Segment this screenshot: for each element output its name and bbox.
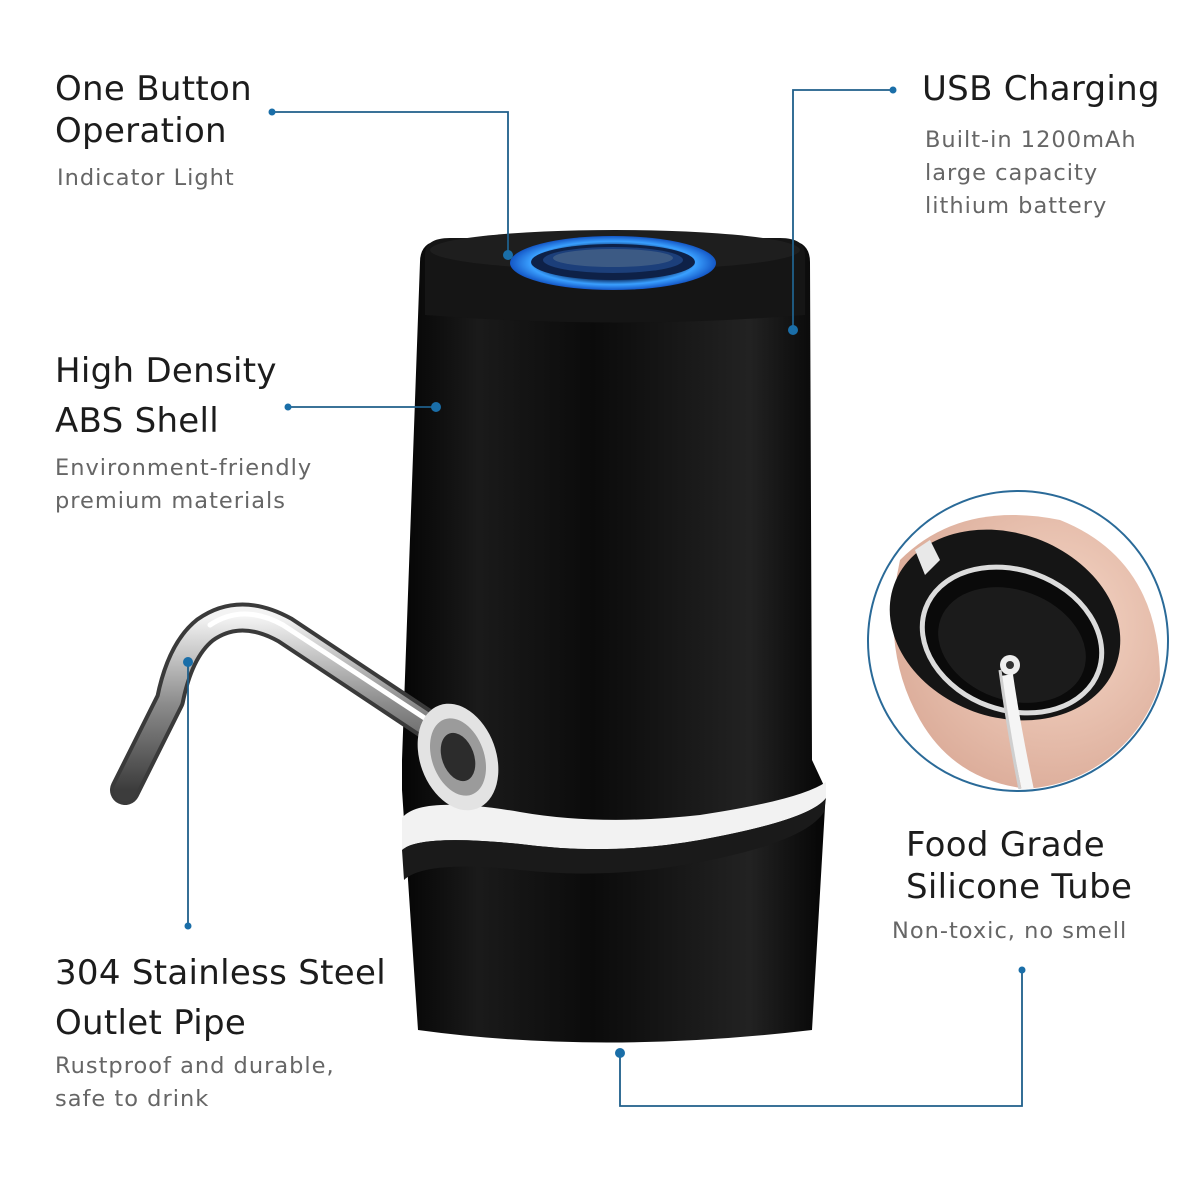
title-line: One Button — [55, 69, 252, 109]
title-line: Outlet Pipe — [55, 1003, 247, 1043]
title-line: USB Charging — [922, 69, 1160, 109]
subtitle-line: premium materials — [55, 488, 287, 514]
title-line: Food Grade — [906, 825, 1105, 865]
subtitle-line: large capacity — [925, 160, 1099, 186]
title-line: Silicone Tube — [906, 867, 1133, 907]
feature-title-pipe: 304 Stainless Steel Outlet Pipe — [55, 948, 386, 1048]
indicator-light-icon — [510, 236, 716, 290]
outlet-pipe-icon — [110, 602, 499, 811]
title-line: High Density — [55, 351, 277, 391]
subtitle-line: Non-toxic, no smell — [892, 918, 1128, 944]
title-line: 304 Stainless Steel — [55, 953, 386, 993]
feature-subtitle-pipe: Rustproof and durable, safe to drink — [55, 1050, 335, 1116]
feature-title-shell: High Density ABS Shell — [55, 346, 277, 446]
feature-title-usb: USB Charging — [922, 68, 1160, 110]
title-line: Operation — [55, 111, 227, 151]
callout-lines — [187, 89, 1023, 1107]
feature-subtitle-usb: Built-in 1200mAh large capacity lithium … — [925, 124, 1137, 223]
feature-subtitle-one-button: Indicator Light — [57, 162, 235, 195]
subtitle-line: Built-in 1200mAh — [925, 127, 1137, 153]
subtitle-line: Rustproof and durable, — [55, 1053, 335, 1079]
feature-subtitle-tube: Non-toxic, no smell — [892, 915, 1127, 948]
pump-body — [402, 230, 826, 1043]
subtitle-line: safe to drink — [55, 1086, 210, 1112]
silicone-tube-inset — [867, 490, 1169, 792]
subtitle-line: Environment-friendly — [55, 455, 313, 481]
title-line: ABS Shell — [55, 401, 220, 441]
feature-title-one-button: One Button Operation — [55, 68, 252, 152]
feature-title-tube: Food Grade Silicone Tube — [906, 824, 1132, 908]
callout-dots — [183, 86, 1026, 1058]
subtitle-line: lithium battery — [925, 193, 1108, 219]
feature-subtitle-shell: Environment-friendly premium materials — [55, 452, 312, 518]
subtitle-line: Indicator Light — [57, 165, 235, 191]
